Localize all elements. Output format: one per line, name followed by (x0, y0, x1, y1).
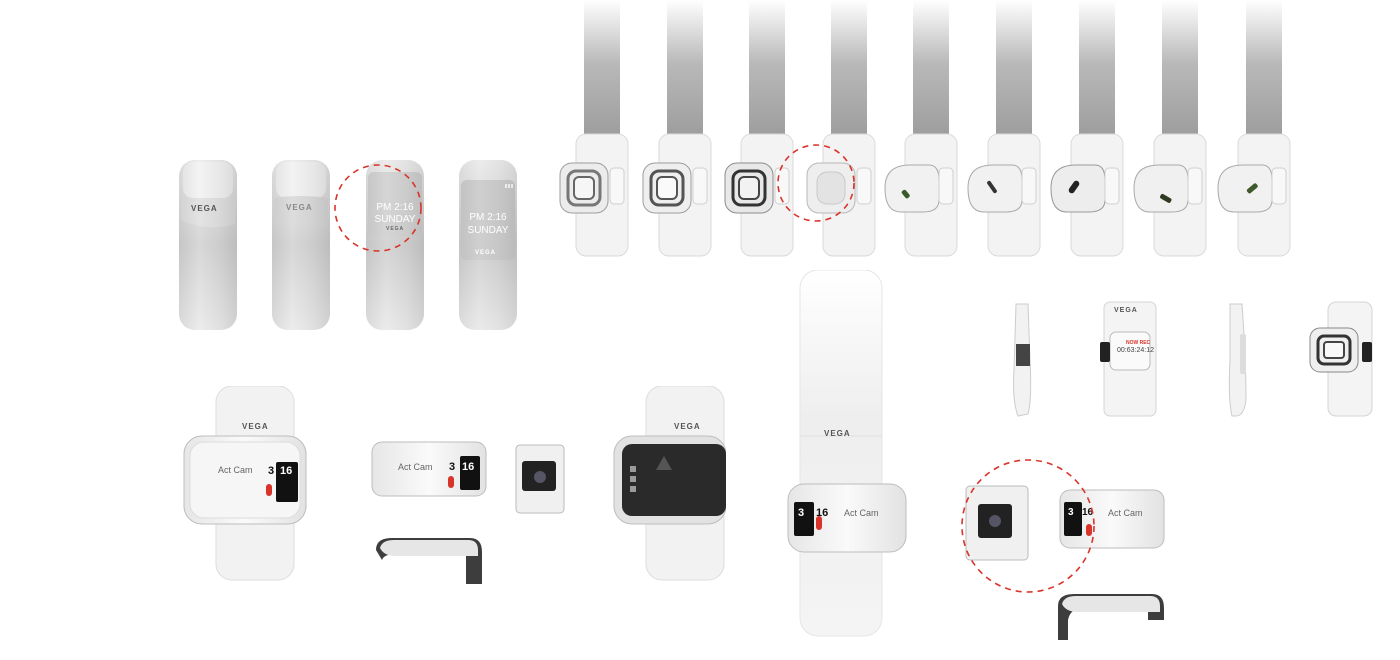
armband-back: VEGA (612, 385, 727, 582)
strap-6 (967, 0, 1041, 257)
camera-module-digit-right: 16 (462, 461, 475, 473)
armband-front-digit-right: 16 (280, 465, 293, 477)
strap-5 (884, 0, 958, 257)
watch-band-2: VEGA (270, 158, 332, 332)
band-3-day: SUNDAY (374, 214, 416, 225)
camera-module-label: Act Cam (398, 462, 433, 472)
camera-module-shape (371, 441, 487, 497)
watch-band-2-shape (272, 160, 330, 330)
tall-band: VEGA 3 16 Act Cam (786, 269, 910, 640)
strap-1 (559, 0, 629, 257)
armband-back-brand: VEGA (674, 422, 701, 431)
cam-box-front-shape (1059, 489, 1165, 549)
band-4-time: PM 2:16 (469, 212, 507, 223)
armband-front: VEGA Act Cam 3 16 (182, 385, 308, 582)
armband-front-shape (183, 385, 307, 581)
band-2-brand: VEGA (286, 203, 313, 212)
highlight-circle-camera (961, 459, 1095, 593)
armband-front-brand: VEGA (242, 422, 269, 431)
small-unit-2 (1100, 301, 1157, 417)
tall-band-cam: Act Cam (844, 508, 879, 518)
band-4-brand: VEGA (475, 250, 497, 256)
small-unit-3 (1228, 303, 1247, 417)
strap-9 (1217, 0, 1291, 257)
cam-box-side (965, 485, 1029, 561)
small-unit-2-brand: VEGA (1114, 307, 1138, 314)
watch-band-3: PM 2:16 SUNDAY VEGA (364, 158, 426, 332)
armband-back-shape (613, 385, 727, 581)
watch-band-4-shape (459, 160, 517, 330)
recorder-status: NOW REC (1126, 340, 1151, 346)
camera-module: Act Cam 3 16 (370, 440, 488, 498)
small-unit-1 (1013, 303, 1032, 417)
band-3-time: PM 2:16 (376, 202, 414, 213)
tall-band-digit-left: 3 (798, 507, 805, 519)
cam-box-label: Act Cam (1108, 508, 1143, 518)
watch-band-1-shape (179, 160, 237, 330)
strap-4 (806, 0, 876, 257)
strap-8 (1133, 0, 1207, 257)
watch-band-3-shape (366, 160, 424, 330)
watch-band-4: PM 2:16 SUNDAY VEGA (457, 158, 519, 332)
strap-7 (1050, 0, 1124, 257)
armband-front-cam: Act Cam (218, 465, 253, 475)
clip-side-view (376, 538, 482, 584)
camera-side-view (515, 444, 565, 514)
small-unit-4 (1309, 301, 1373, 417)
strap-3 (724, 0, 794, 257)
cam-box-digit-right: 16 (1082, 507, 1094, 518)
camera-module-digit-left: 3 (449, 461, 456, 473)
tall-band-digit-right: 16 (816, 507, 829, 519)
band-1-brand: VEGA (191, 204, 218, 213)
cam-box-digit-left: 3 (1068, 507, 1074, 518)
tall-band-brand: VEGA (824, 429, 851, 438)
tall-band-shape (787, 269, 907, 637)
band-4-day: SUNDAY (467, 225, 509, 236)
band-3-brand: VEGA (386, 226, 405, 232)
clip-side-view-2 (1058, 594, 1164, 640)
armband-front-digit-left: 3 (268, 465, 275, 477)
watch-band-1: VEGA (177, 158, 239, 332)
recorder-timer: 00:63:24:12 (1117, 347, 1154, 354)
cam-box-front: 3 16 Act Cam (1058, 488, 1168, 550)
strap-series (559, 0, 1291, 257)
strap-2 (642, 0, 712, 257)
highlight-circle-watch (334, 164, 422, 252)
small-unit-series (1013, 301, 1373, 417)
highlight-circle-button (777, 144, 855, 222)
